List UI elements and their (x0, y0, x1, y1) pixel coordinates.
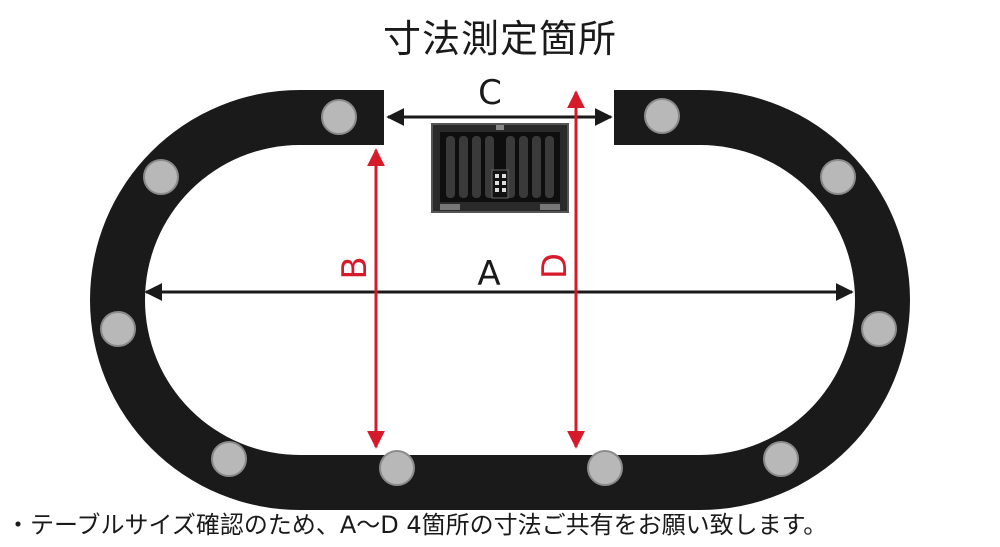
seat-circle (587, 450, 623, 486)
seat-circle (143, 159, 179, 195)
seat-circle (861, 311, 897, 347)
seat-circle (321, 99, 357, 135)
label-b: B (335, 256, 375, 279)
instruction-note: ・テーブルサイズ確認のため、A〜D 4箇所の寸法ご共有をお願い致します。 (6, 511, 828, 539)
diagram-title: 寸法測定箇所 (382, 17, 617, 61)
seat-circle (100, 311, 136, 347)
label-d: D (535, 253, 575, 279)
seat-markers (100, 98, 897, 486)
seat-circle (379, 450, 415, 486)
seat-circle (211, 441, 247, 477)
label-c: C (478, 73, 502, 113)
seat-circle (644, 98, 680, 134)
label-a: A (477, 254, 500, 294)
seat-circle (763, 441, 799, 477)
chip-tray-image (431, 123, 569, 213)
seat-circle (820, 159, 856, 195)
